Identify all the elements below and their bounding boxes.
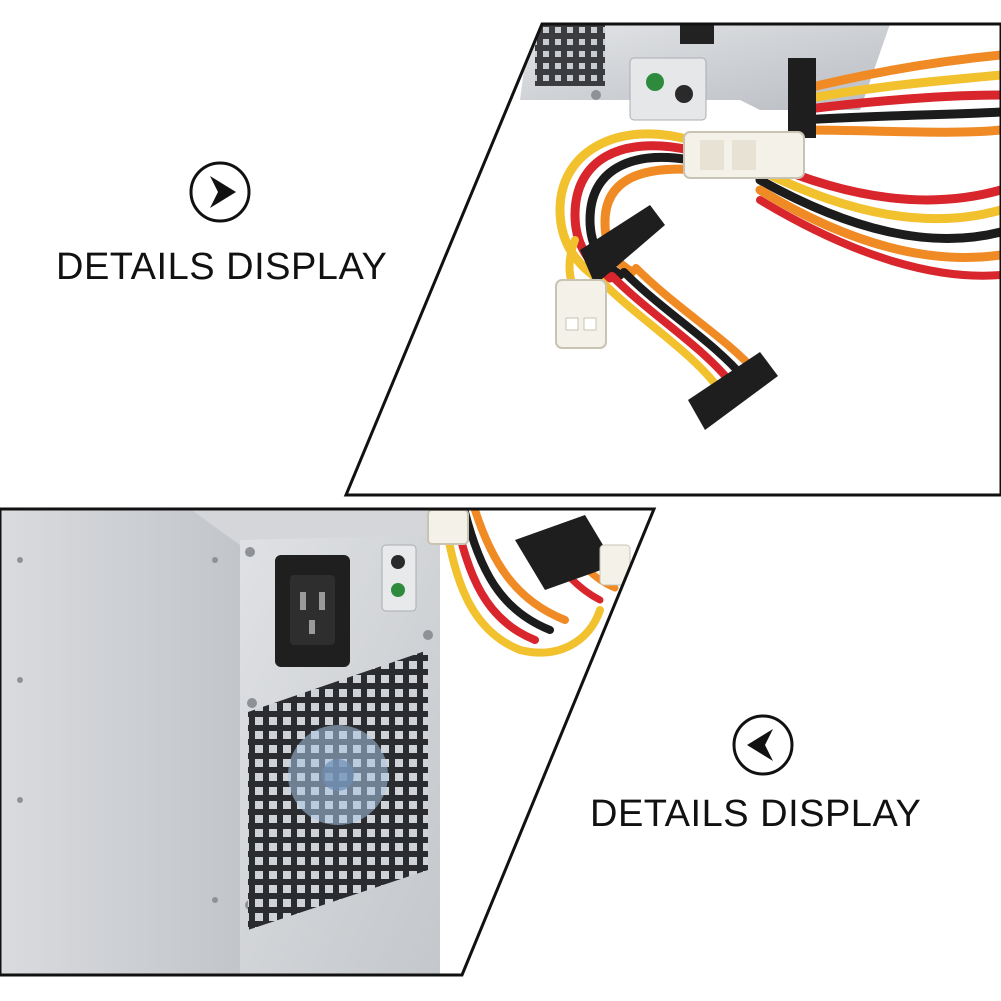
arrow-right-circle-icon bbox=[189, 161, 251, 223]
arrow-left-circle-icon bbox=[732, 714, 794, 776]
top-product-photo bbox=[346, 24, 1001, 495]
bottom-details-caption: DETAILS DISPLAY bbox=[590, 793, 922, 835]
top-panel-frame bbox=[343, 22, 1001, 497]
bottom-panel-frame bbox=[0, 507, 657, 977]
top-details-caption: DETAILS DISPLAY bbox=[56, 246, 388, 288]
bottom-product-photo bbox=[0, 509, 654, 975]
